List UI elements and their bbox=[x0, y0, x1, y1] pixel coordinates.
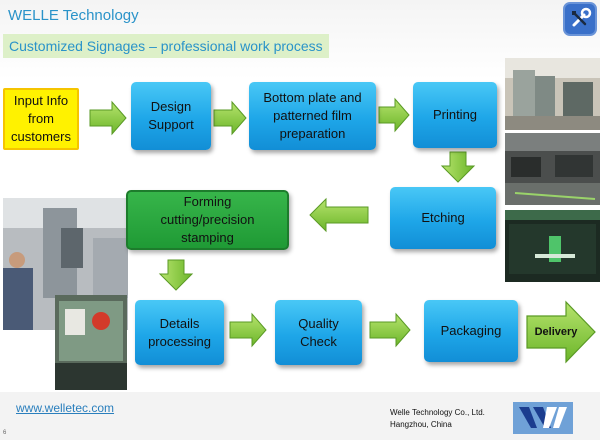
step-bottom-plate-label: Bottom plate and patterned film preparat… bbox=[263, 90, 362, 141]
slide-subtitle: Customized Signages – professional work … bbox=[3, 34, 329, 58]
arrow-down-1 bbox=[440, 151, 476, 183]
arrow-left-1 bbox=[309, 197, 369, 233]
step-etching-label: Etching bbox=[421, 210, 465, 225]
footer-bar bbox=[0, 392, 600, 440]
step-forming-label: Forming cutting/precision stamping bbox=[160, 194, 255, 245]
step-design-support-label: Design Support bbox=[148, 99, 194, 132]
arrow-right-4 bbox=[229, 312, 267, 348]
arrow-right-3 bbox=[378, 97, 410, 133]
company-info: Welle Technology Co., Ltd. Hangzhou, Chi… bbox=[390, 407, 485, 431]
arrow-down-2 bbox=[158, 259, 194, 291]
delivery-arrow bbox=[526, 300, 596, 364]
slide-title: WELLE Technology bbox=[8, 7, 139, 24]
step-forming: Forming cutting/precision stamping bbox=[126, 190, 289, 250]
step-printing: Printing bbox=[413, 82, 497, 148]
arrow-right-2 bbox=[213, 100, 247, 136]
arrow-right-5 bbox=[369, 312, 411, 348]
step-etching: Etching bbox=[390, 187, 496, 249]
step-delivery-label: Delivery bbox=[534, 326, 578, 338]
wrench-screwdriver-icon bbox=[563, 2, 597, 36]
step-input-info-label: Input Info from customers bbox=[11, 93, 71, 144]
company-location: Hangzhou, China bbox=[390, 420, 452, 429]
step-quality-label: Quality Check bbox=[298, 315, 339, 349]
step-bottom-plate: Bottom plate and patterned film preparat… bbox=[249, 82, 376, 150]
page-number: 6 bbox=[3, 430, 7, 436]
step-details-label: Details processing bbox=[148, 315, 211, 349]
factory-photo-etching bbox=[505, 210, 600, 282]
factory-photo-press bbox=[505, 58, 600, 130]
welle-logo-icon bbox=[513, 402, 573, 434]
website-link[interactable]: www.welletec.com bbox=[16, 401, 115, 415]
step-printing-label: Printing bbox=[432, 107, 478, 122]
company-name: Welle Technology Co., Ltd. bbox=[390, 408, 485, 417]
arrow-right-1 bbox=[89, 100, 127, 136]
step-quality: Quality Check bbox=[275, 300, 362, 365]
step-design-support: Design Support bbox=[131, 82, 211, 150]
step-delivery: Delivery bbox=[531, 322, 581, 342]
factory-photo-workshop bbox=[505, 133, 600, 205]
factory-photo-detail bbox=[55, 295, 127, 390]
step-packaging: Packaging bbox=[424, 300, 518, 362]
step-input-info: Input Info from customers bbox=[3, 88, 79, 150]
step-packaging-label: Packaging bbox=[440, 323, 502, 338]
step-details: Details processing bbox=[135, 300, 224, 365]
